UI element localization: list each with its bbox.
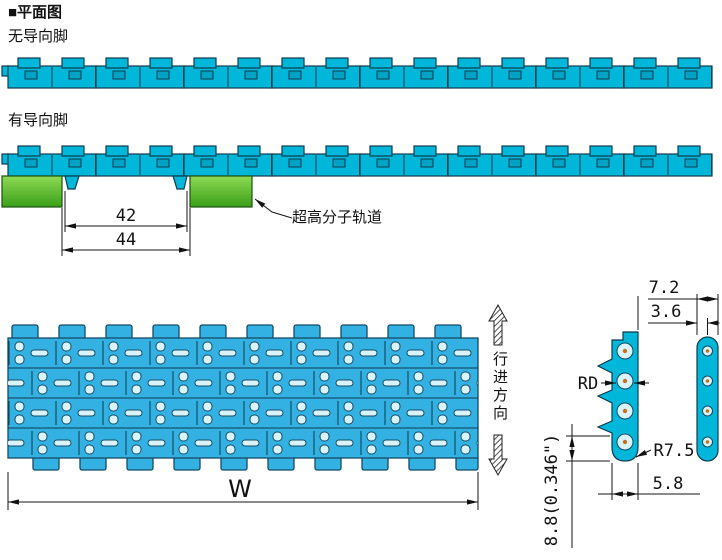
dimension-7-2: 7.2	[637, 278, 719, 335]
pin-center	[622, 378, 628, 384]
dimension-w: W	[7, 472, 479, 510]
label-with-guide-feet: 有导向脚	[8, 112, 69, 129]
pin-center	[622, 408, 628, 414]
uhmw-track-right	[189, 175, 253, 208]
label-no-guide-feet: 无导向脚	[8, 28, 69, 45]
label-travel-direction: 行进方向	[491, 351, 508, 423]
uhmw-track-left	[1, 175, 63, 208]
dimension-8-8: 8.8(0.346")	[542, 424, 610, 548]
guide-foot-left	[64, 175, 80, 190]
module-side-profile	[596, 331, 639, 462]
dimension-rd: RD	[578, 374, 649, 394]
label-uhmw-track: 超高分子轨道	[292, 209, 383, 226]
travel-direction-indicator	[488, 303, 508, 477]
dim-w-text: W	[228, 475, 252, 503]
dim-rd-text: RD	[578, 374, 598, 394]
direction-arrow-up-icon	[488, 303, 508, 346]
dimension-5-8: 5.8	[598, 463, 700, 500]
belt-top-view: W	[7, 303, 508, 510]
module-edge-strip	[696, 336, 719, 462]
pin-center	[622, 348, 628, 354]
belt-row-2	[8, 368, 478, 398]
dim-42-text: 42	[116, 206, 136, 226]
dimension-r7-5: R7.5	[635, 441, 695, 461]
belt-row-3	[8, 398, 478, 428]
direction-arrow-down-icon	[488, 434, 508, 477]
dimension-42: 42	[64, 191, 188, 232]
dimension-44: 44	[61, 208, 191, 256]
dim-44-text: 44	[116, 230, 136, 250]
dim-r7-5-text: R7.5	[654, 441, 695, 461]
belt-row-1	[8, 338, 478, 368]
pin-center	[622, 439, 628, 445]
track-leader-line	[254, 198, 293, 219]
belt-teeth-top	[11, 324, 462, 340]
dim-3-6-text: 3.6	[651, 302, 682, 322]
belt-row-4	[8, 428, 478, 458]
dim-5-8-text: 5.8	[653, 474, 684, 494]
dim-8-8-text: 8.8(0.346")	[542, 434, 562, 547]
dim-7-2-text: 7.2	[649, 278, 680, 298]
module-edge-detail: 7.2 3.6 RD R7.5 5.8	[542, 278, 720, 548]
dimension-3-6: 3.6	[648, 302, 720, 335]
belt-side-profile-no-guide	[1, 57, 713, 89]
belt-side-profile-with-guide: 42 44	[1, 145, 713, 256]
page-title: ■平面图	[8, 4, 63, 21]
guide-foot-right	[172, 175, 188, 190]
